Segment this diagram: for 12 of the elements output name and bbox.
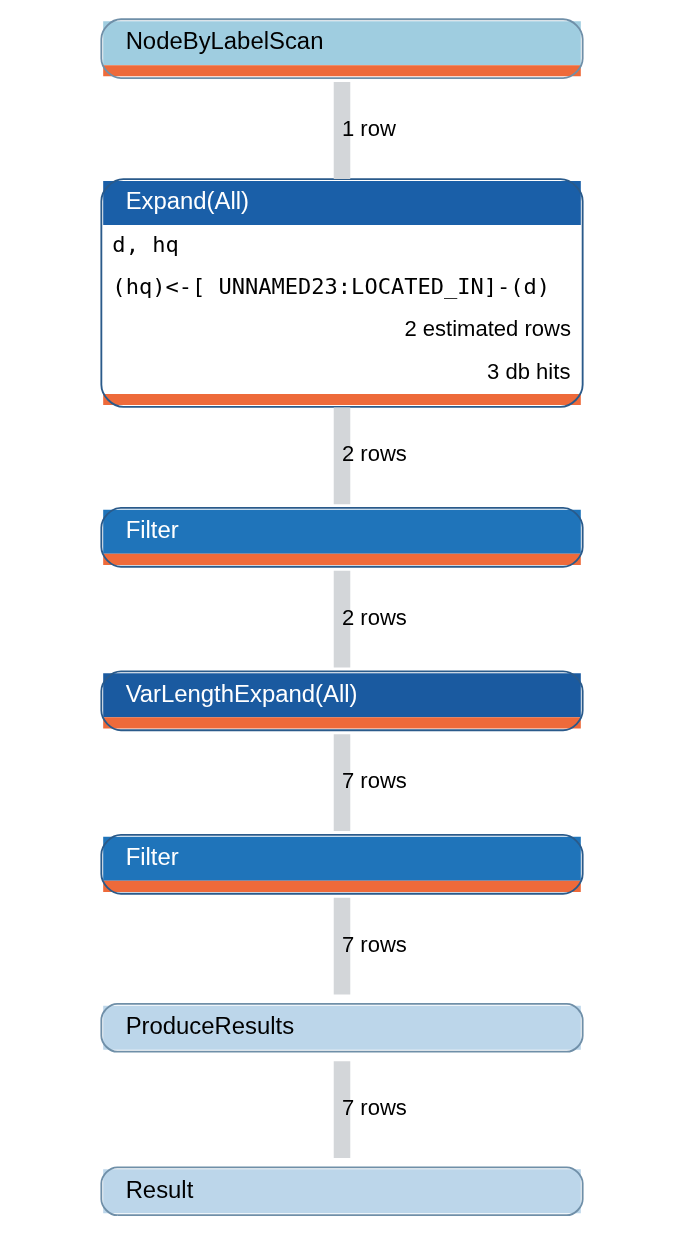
connector <box>333 570 350 668</box>
connector <box>333 734 350 831</box>
edge-label: 2 rows <box>341 604 407 630</box>
edge-label: 7 rows <box>341 1095 407 1121</box>
edge-label: 7 rows <box>341 768 407 794</box>
edge-label: 7 rows <box>341 931 407 957</box>
edge-label: 1 row <box>341 116 396 142</box>
connector <box>333 82 350 179</box>
connector <box>333 1061 350 1158</box>
connector <box>333 897 350 995</box>
connector <box>333 407 350 505</box>
edge-label: 2 rows <box>341 441 407 467</box>
